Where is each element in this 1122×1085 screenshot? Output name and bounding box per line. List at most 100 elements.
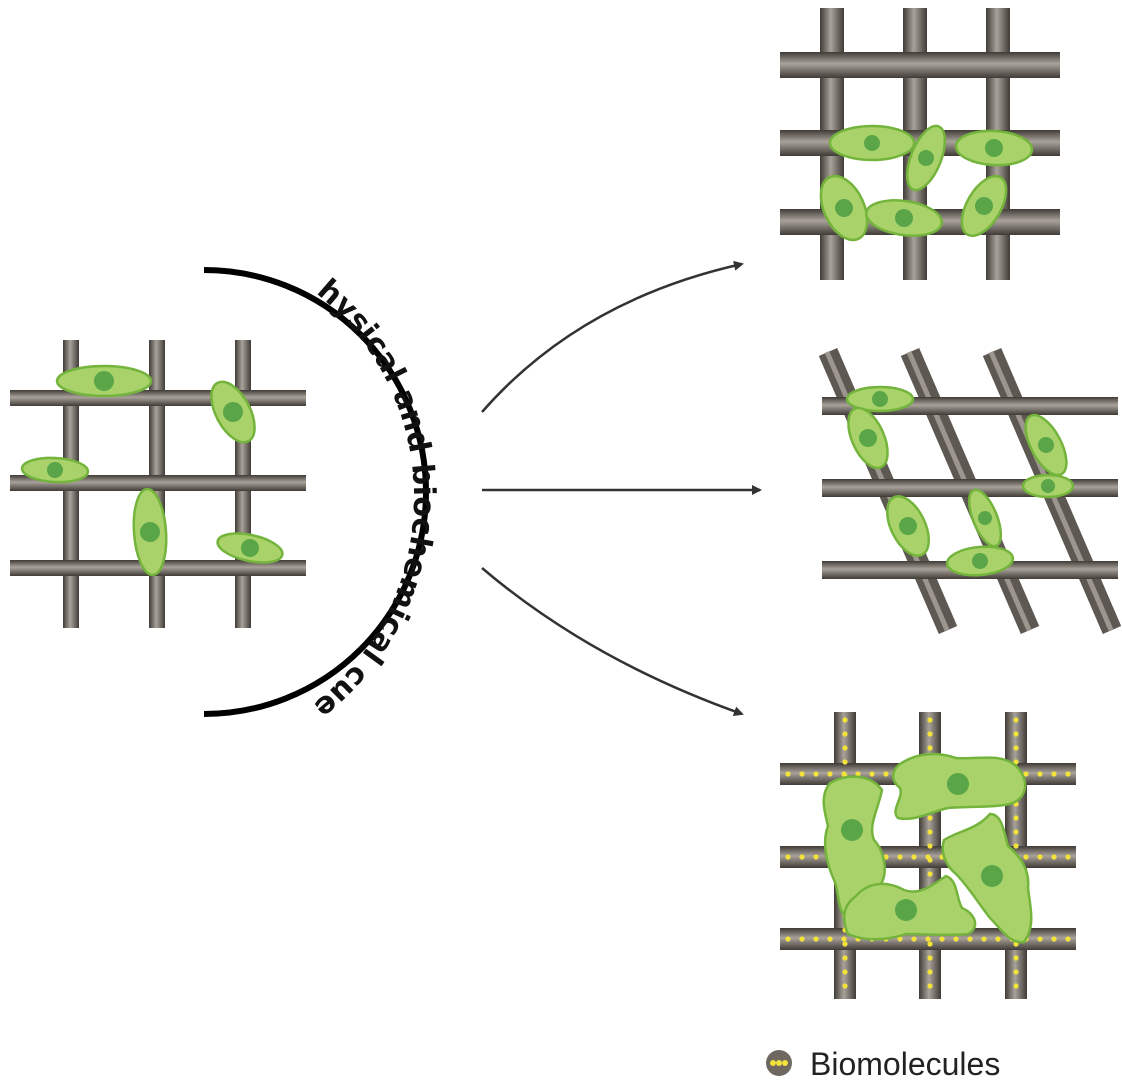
biomolecule-dot	[939, 936, 945, 942]
biomolecule-dot	[927, 969, 933, 975]
biomolecule-dot-icon	[766, 1050, 792, 1076]
biomolecule-dot	[827, 936, 833, 942]
biomolecule-dot	[927, 717, 933, 723]
cell	[819, 174, 869, 242]
biomolecule-dot	[927, 871, 933, 877]
cell	[905, 124, 947, 192]
biomolecule-dot	[995, 936, 1001, 942]
biomolecule-dot	[927, 843, 933, 849]
oblique-scaffold-cells	[845, 385, 1075, 577]
biomolecule-dot	[841, 936, 847, 942]
cell	[845, 385, 915, 413]
biomolecule-dot	[911, 936, 917, 942]
legend: Biomolecules	[766, 1046, 1000, 1082]
biomolecule-dot	[842, 731, 848, 737]
biomolecule-dot	[883, 771, 889, 777]
biomolecule-dot	[1023, 854, 1029, 860]
cell	[886, 495, 930, 557]
cell	[847, 406, 889, 470]
biomolecule-dot	[1037, 936, 1043, 942]
biomolecule-dot	[785, 854, 791, 860]
biomolecule-dot	[1013, 969, 1019, 975]
cell	[945, 545, 1015, 577]
biomolecule-dot	[785, 771, 791, 777]
cell	[20, 456, 90, 484]
biomolecule-dot	[869, 771, 875, 777]
biomolecule-dot	[855, 771, 861, 777]
biomolecule-dot	[1051, 936, 1057, 942]
biomolecule-dot	[1065, 854, 1071, 860]
biomolecule-dot	[813, 854, 819, 860]
arrows	[481, 260, 762, 717]
cell	[1024, 413, 1068, 477]
spread-cell	[941, 812, 1033, 944]
biomolecule-dot	[813, 936, 819, 942]
oblique-scaffold	[818, 348, 1122, 634]
biomolecule-dot	[785, 936, 791, 942]
aligned-scaffold	[780, 8, 1060, 280]
biomolecule-dot	[927, 745, 933, 751]
biomolecule-dot	[1051, 854, 1057, 860]
biomolecule-dot	[927, 731, 933, 737]
biomolecule-dot	[1037, 854, 1043, 860]
cell	[55, 364, 153, 398]
biomolecule-dot	[1013, 717, 1019, 723]
biomolecule-dot	[967, 936, 973, 942]
biomolecule-dot	[1013, 745, 1019, 751]
aligned-scaffold-cells	[819, 124, 1034, 242]
arrow-to-aligned-scaffold	[481, 260, 744, 413]
cell	[967, 488, 1003, 548]
biomolecule-dot	[842, 983, 848, 989]
biomolecule-dot	[927, 983, 933, 989]
biomolecule-dot	[799, 854, 805, 860]
cue-arc	[203, 267, 429, 717]
biomolecule-dot	[842, 969, 848, 975]
cell	[828, 124, 916, 162]
biomolecule-dot	[953, 936, 959, 942]
biomolecule-dot	[1013, 955, 1019, 961]
cell	[954, 129, 1034, 167]
biomolecule-dot	[925, 936, 931, 942]
biomolecule-dot	[799, 771, 805, 777]
cell	[210, 380, 256, 444]
biomolecule-dot	[927, 941, 933, 947]
biomolecule-dot	[981, 936, 987, 942]
cell	[1021, 473, 1075, 499]
biomolecule-dot	[842, 955, 848, 961]
spread-cell	[892, 752, 1027, 821]
biomolecule-dot	[927, 815, 933, 821]
biomolecule-dot	[1013, 843, 1019, 849]
biomolecule-dot	[927, 829, 933, 835]
biomolecule-dot	[897, 854, 903, 860]
biomolecule-scaffold	[780, 712, 1076, 999]
spread-cell	[842, 874, 977, 941]
spread-cell	[822, 775, 886, 922]
biomolecule-dot	[1013, 983, 1019, 989]
biomolecule-scaffold-cells	[822, 752, 1033, 944]
cell	[132, 487, 168, 577]
biomolecule-dot	[842, 745, 848, 751]
arrow-to-biomolecule-scaffold	[481, 567, 744, 717]
biomolecule-dot	[1013, 759, 1019, 765]
biomolecule-dot	[842, 717, 848, 723]
biomolecule-dot	[1051, 771, 1057, 777]
biomolecule-dot	[927, 857, 933, 863]
cell	[865, 199, 943, 237]
biomolecule-dot	[927, 955, 933, 961]
biomolecule-dot	[1013, 815, 1019, 821]
biomolecule-dot	[1013, 829, 1019, 835]
biomolecule-dot	[911, 854, 917, 860]
biomolecule-dot	[897, 936, 903, 942]
biomolecule-dot	[1013, 731, 1019, 737]
biomolecule-dot	[1065, 771, 1071, 777]
biomolecule-dot	[799, 936, 805, 942]
cell	[960, 174, 1008, 238]
biomolecule-dot	[813, 771, 819, 777]
biomolecule-dot	[1023, 771, 1029, 777]
biomolecule-dot	[1065, 936, 1071, 942]
biomolecule-dot	[842, 941, 848, 947]
initial-scaffold	[10, 340, 306, 628]
biomolecule-dot	[1037, 771, 1043, 777]
legend-label: Biomolecules	[810, 1046, 1000, 1082]
